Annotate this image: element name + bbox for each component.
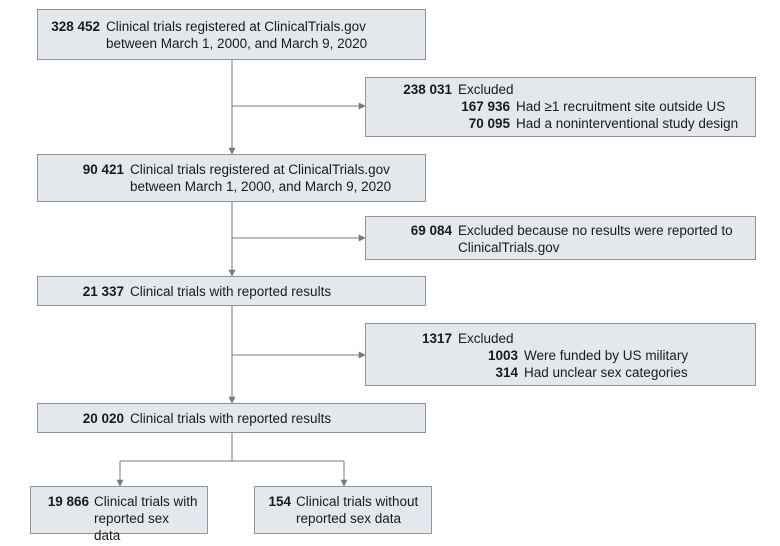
step1-count: 328 452 <box>51 19 100 34</box>
step3-box: 21 337 Clinical trials with reported res… <box>37 276 426 306</box>
excl3-count: 1317 <box>421 331 452 346</box>
excl1-item: 70 095 Had a noninterventional study des… <box>376 115 745 132</box>
excl1-item-count: 70 095 <box>468 116 510 131</box>
step1-box: 328 452 Clinical trials registered at Cl… <box>37 9 426 60</box>
step4-count: 20 020 <box>82 411 124 426</box>
excl1-box: 238 031 Excluded 167 936 Had ≥1 recruitm… <box>365 77 756 137</box>
excl3-item-count: 1003 <box>487 348 518 363</box>
excl3-item-count: 314 <box>495 365 518 380</box>
step1-text: Clinical trials registered at ClinicalTr… <box>106 19 368 51</box>
excl1-count: 238 031 <box>403 82 452 97</box>
excl1-item-count: 167 936 <box>461 99 510 114</box>
out2-count: 154 <box>268 494 291 509</box>
excl3-item: 314 Had unclear sex categories <box>376 364 745 381</box>
excl3-item-text: Had unclear sex categories <box>524 365 688 380</box>
step4-box: 20 020 Clinical trials with reported res… <box>37 403 426 433</box>
step2-count: 90 421 <box>82 162 124 177</box>
excl2-count: 69 084 <box>410 223 452 238</box>
excl3-box: 1317 Excluded 1003 Were funded by US mil… <box>365 323 756 386</box>
step3-text: Clinical trials with reported results <box>130 284 332 299</box>
step2-text: Clinical trials registered at ClinicalTr… <box>130 162 392 194</box>
excl1-item: 167 936 Had ≥1 recruitment site outside … <box>376 98 745 115</box>
excl1-label: Excluded <box>458 82 514 97</box>
excl3-label: Excluded <box>458 331 514 346</box>
excl1-item-text: Had ≥1 recruitment site outside US <box>516 99 726 114</box>
out1-box: 19 866 Clinical trials with reported sex… <box>30 486 208 543</box>
excl3-item-text: Were funded by US military <box>524 348 689 363</box>
excl2-box: 69 084 Excluded because no results were … <box>365 216 756 260</box>
step4-text: Clinical trials with reported results <box>130 411 332 426</box>
step3-count: 21 337 <box>82 284 124 299</box>
excl2-text: Excluded because no results were reporte… <box>458 223 733 255</box>
out2-box: 154 Clinical trials without reported sex… <box>254 486 432 534</box>
excl1-item-text: Had a noninterventional study design <box>516 116 739 131</box>
out2-text: Clinical trials without reported sex dat… <box>296 494 419 526</box>
step2-box: 90 421 Clinical trials registered at Cli… <box>37 154 426 202</box>
out1-count: 19 866 <box>47 494 89 509</box>
excl3-item: 1003 Were funded by US military <box>376 347 745 364</box>
out1-text: Clinical trials with reported sex data <box>94 494 198 543</box>
